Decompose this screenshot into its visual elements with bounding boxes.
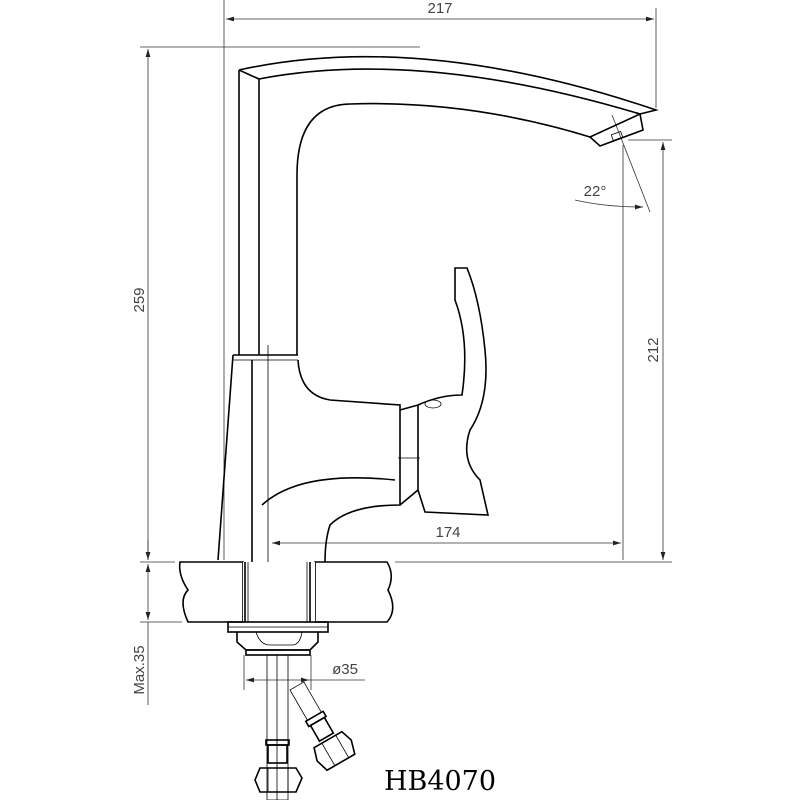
dim-label-259: 259: [131, 287, 148, 312]
mounting-nut: [227, 621, 329, 656]
faucet-body: [217, 345, 420, 563]
model-number: HB4070: [384, 766, 496, 797]
dimension-overall-height: 259: [131, 46, 420, 563]
dimension-spout-height: 212: [395, 139, 672, 563]
dimension-spout-reach: 174: [272, 524, 621, 546]
faucet-spout: [238, 55, 659, 355]
dim-label-174: 174: [435, 524, 460, 541]
dimension-overall-reach: 217: [223, 0, 657, 560]
dim-label-22deg: 22°: [584, 183, 607, 200]
dimension-hole-diameter: ø35: [243, 655, 365, 690]
faucet-handle-lever: [399, 267, 490, 516]
dim-label-212: 212: [645, 337, 662, 362]
dim-label-max35: Max.35: [131, 645, 148, 694]
dimension-max-counter-thickness: Max.35: [131, 540, 182, 705]
supply-hoses: [254, 654, 356, 800]
dimension-spout-angle: 22°: [574, 114, 651, 213]
dim-label-217: 217: [427, 0, 452, 17]
dim-label-dia35: ø35: [332, 661, 358, 678]
countertop-section: [178, 561, 394, 623]
